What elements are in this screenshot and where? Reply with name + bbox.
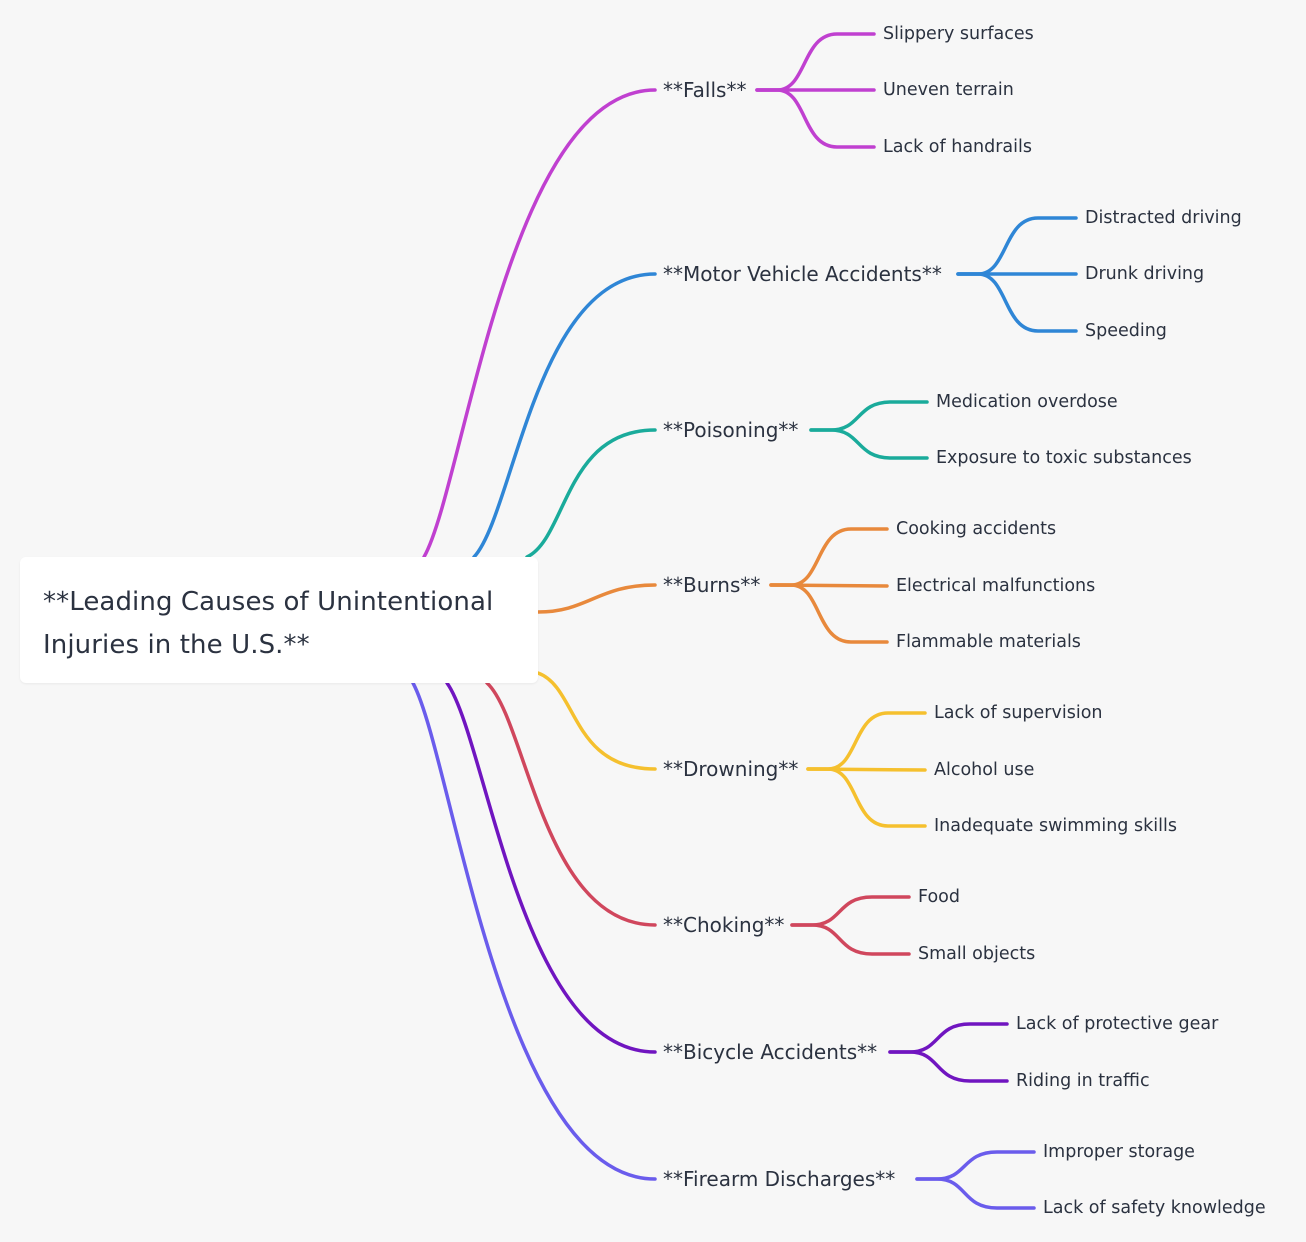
- leaf-connector: [755, 32, 876, 92]
- leaf-connector: [790, 895, 911, 927]
- root-connector: [485, 681, 657, 927]
- branch-bicycle-accidents[interactable]: **Bicycle Accidents**: [663, 1040, 878, 1064]
- leaf-electrical-malfunctions[interactable]: Electrical malfunctions: [896, 576, 1096, 596]
- root-connector: [445, 681, 657, 1054]
- leaf-connector: [806, 711, 927, 771]
- leaf-connector: [915, 1177, 1036, 1210]
- root-connector: [472, 272, 657, 559]
- branch-falls[interactable]: **Falls**: [663, 78, 747, 102]
- branch-burns[interactable]: **Burns**: [663, 573, 761, 597]
- leaf-speeding[interactable]: Speeding: [1085, 321, 1167, 341]
- leaf-connector: [888, 1022, 1009, 1054]
- leaf-food[interactable]: Food: [918, 887, 960, 907]
- leaf-connector: [915, 1150, 1036, 1181]
- branch-motor-vehicle-accidents[interactable]: **Motor Vehicle Accidents**: [663, 262, 942, 286]
- leaf-lack-of-protective-gear[interactable]: Lack of protective gear: [1016, 1014, 1219, 1034]
- root-node-label: **Leading Causes of Unintentional Injuri…: [43, 587, 494, 660]
- root-connector: [536, 583, 657, 614]
- root-connector: [525, 428, 657, 559]
- leaf-exposure-to-toxic-substances[interactable]: Exposure to toxic substances: [936, 448, 1192, 468]
- leaf-connector: [809, 400, 929, 432]
- leaf-improper-storage[interactable]: Improper storage: [1043, 1142, 1195, 1162]
- leaf-connector: [769, 583, 889, 644]
- root-connector: [422, 88, 657, 559]
- leaf-connector: [809, 428, 929, 460]
- leaf-distracted-driving[interactable]: Distracted driving: [1085, 208, 1242, 228]
- root-node[interactable]: **Leading Causes of Unintentional Injuri…: [20, 557, 538, 683]
- leaf-lack-of-safety-knowledge[interactable]: Lack of safety knowledge: [1043, 1198, 1266, 1218]
- leaf-small-objects[interactable]: Small objects: [918, 944, 1036, 964]
- leaf-uneven-terrain[interactable]: Uneven terrain: [883, 80, 1014, 100]
- leaf-connector: [755, 88, 876, 149]
- branch-drowning[interactable]: **Drowning**: [663, 757, 799, 781]
- root-connector: [411, 681, 657, 1181]
- leaf-medication-overdose[interactable]: Medication overdose: [936, 392, 1118, 412]
- leaf-connector: [806, 767, 927, 828]
- leaf-lack-of-supervision[interactable]: Lack of supervision: [934, 703, 1103, 723]
- leaf-inadequate-swimming-skills[interactable]: Inadequate swimming skills: [934, 816, 1177, 836]
- leaf-flammable-materials[interactable]: Flammable materials: [896, 632, 1081, 652]
- leaf-drunk-driving[interactable]: Drunk driving: [1085, 264, 1205, 284]
- branch-poisoning[interactable]: **Poisoning**: [663, 418, 799, 442]
- branch-choking[interactable]: **Choking**: [663, 913, 785, 937]
- leaf-cooking-accidents[interactable]: Cooking accidents: [896, 519, 1057, 539]
- leaf-connector: [790, 923, 911, 956]
- leaf-connector: [888, 1050, 1009, 1083]
- leaf-lack-of-handrails[interactable]: Lack of handrails: [883, 137, 1032, 157]
- leaf-slippery-surfaces[interactable]: Slippery surfaces: [883, 24, 1034, 44]
- branch-firearm-discharges[interactable]: **Firearm Discharges**: [663, 1167, 896, 1191]
- leaf-alcohol-use[interactable]: Alcohol use: [934, 760, 1035, 780]
- root-connector: [536, 671, 657, 771]
- leaf-connector: [956, 216, 1078, 276]
- leaf-connector: [769, 527, 889, 587]
- leaf-riding-in-traffic[interactable]: Riding in traffic: [1016, 1071, 1150, 1091]
- leaf-connector: [956, 272, 1078, 333]
